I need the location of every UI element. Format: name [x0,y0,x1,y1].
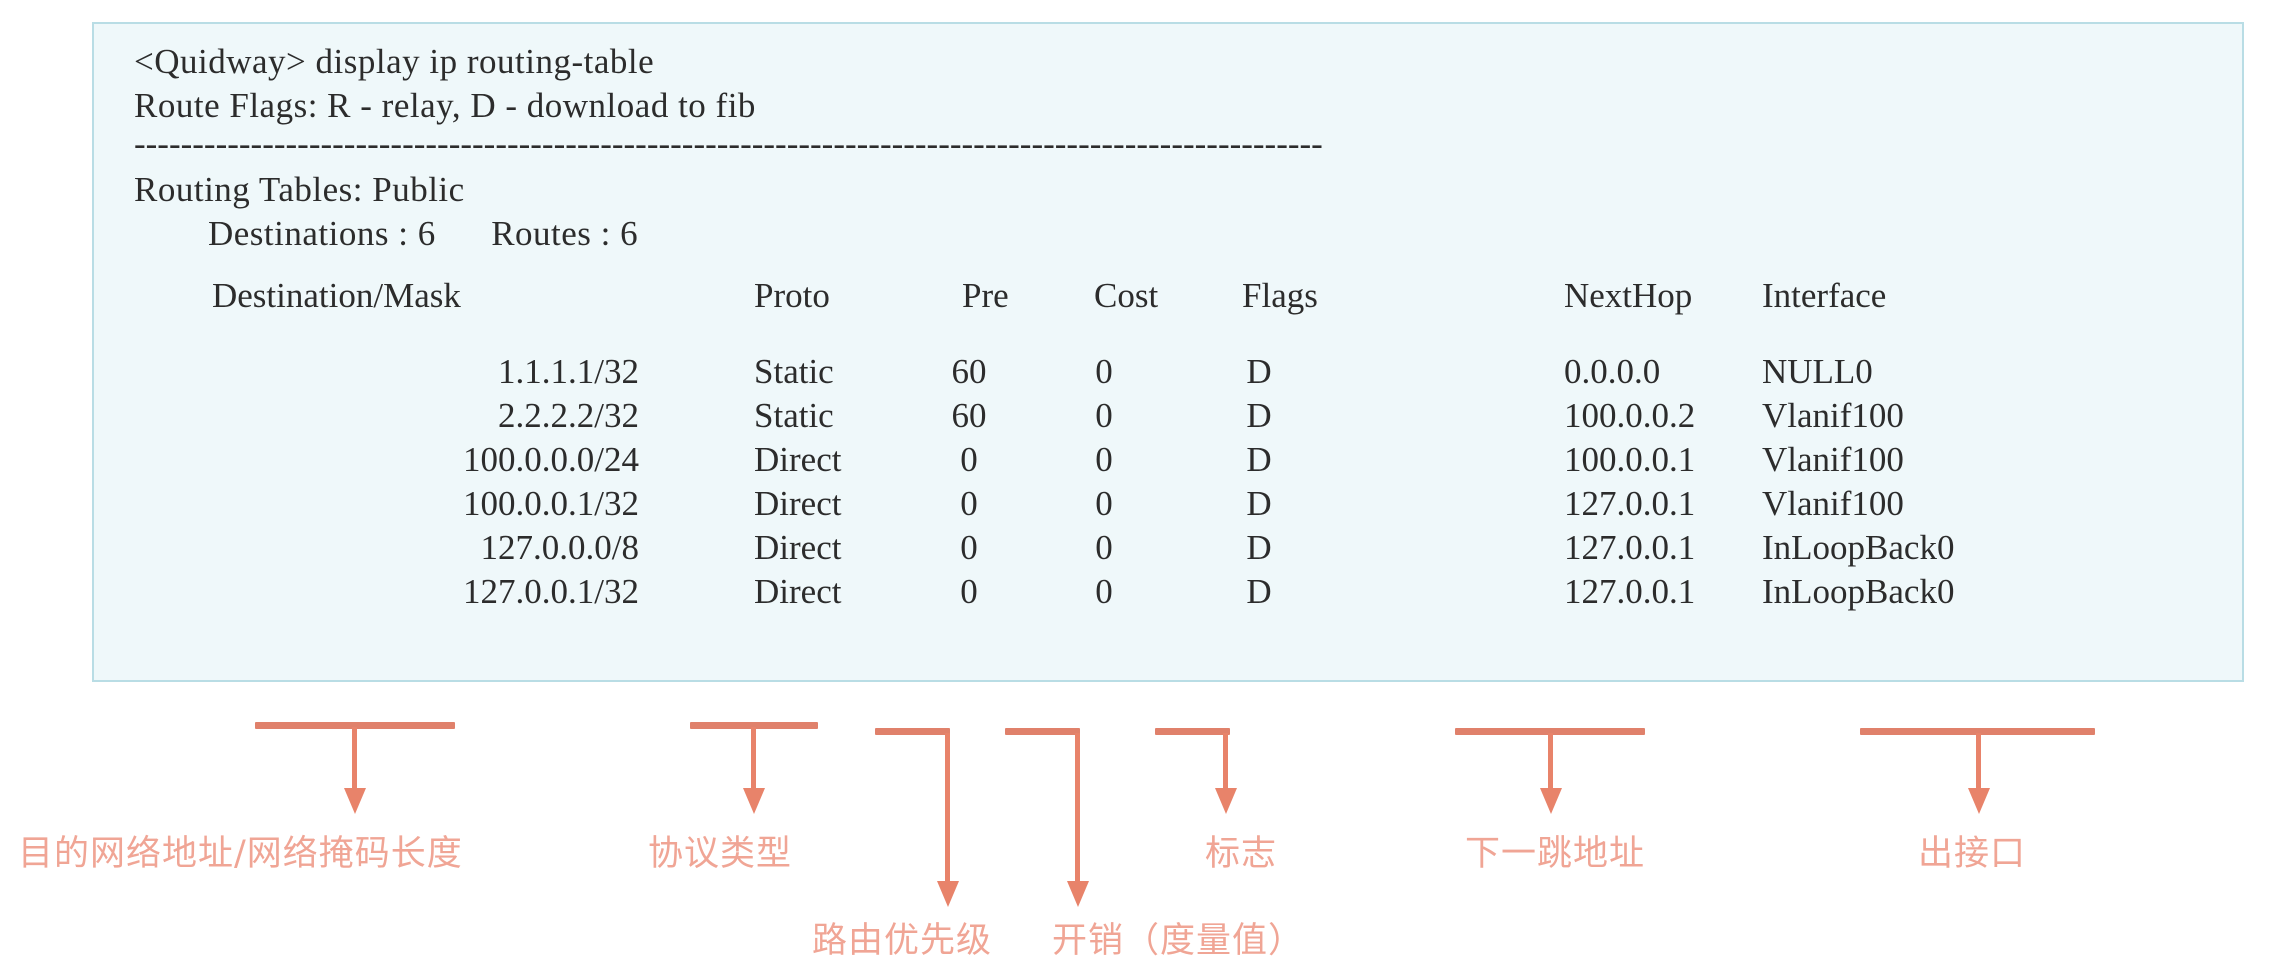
cell-nexthop: 127.0.0.1 [1564,528,1696,567]
cell-destination: 2.2.2.2/32 [498,396,639,435]
cell-pre: 0 [960,484,978,523]
arrow-bar-icon [690,722,818,729]
cell-destination: 1.1.1.1/32 [498,352,639,391]
column-header-cost: Cost [1094,276,1159,315]
arrow-head-icon [743,788,765,814]
arrow-head-icon [937,881,959,907]
cell-proto: Static [754,352,834,391]
cell-cost: 0 [1095,572,1113,611]
terminal-separator-line: ----------------------------------------… [134,124,1323,160]
column-header-flags: Flags [1242,276,1318,315]
cell-interface: InLoopBack0 [1762,528,1955,567]
arrow-head-icon [1215,788,1237,814]
cell-flags: D [1246,528,1272,567]
column-header-proto: Proto [754,276,830,315]
cell-nexthop: 127.0.0.1 [1564,484,1696,523]
cell-cost: 0 [1095,352,1113,391]
table-row: 100.0.0.0/24 Direct 0 0 D 100.0.0.1 Vlan… [134,440,2194,484]
cell-flags: D [1246,484,1272,523]
cell-interface: NULL0 [1762,352,1873,391]
cell-nexthop: 100.0.0.1 [1564,440,1696,479]
cell-pre: 0 [960,528,978,567]
cell-destination: 100.0.0.0/24 [463,440,639,479]
cell-proto: Static [754,396,834,435]
routing-table-header-row: Destination/Mask Proto Pre Cost Flags Ne… [134,276,2194,352]
cell-flags: D [1246,352,1272,391]
arrow-head-icon [344,788,366,814]
cell-pre: 60 [951,396,987,435]
terminal-counts-line: Destinations : 6 Routes : 6 [134,214,639,253]
cell-destination: 127.0.0.0/8 [480,528,639,567]
annotation-label-cost: 开销（度量值） [1052,921,1305,961]
arrow-head-icon [1540,788,1562,814]
table-row: 2.2.2.2/32 Static 60 0 D 100.0.0.2 Vlani… [134,396,2194,440]
cell-nexthop: 127.0.0.1 [1564,572,1696,611]
cell-cost: 0 [1095,396,1113,435]
arrow-bar-icon [1860,728,2095,735]
annotation-label-nexthop: 下一跳地址 [1465,834,1646,874]
cell-flags: D [1246,572,1272,611]
column-header-interface: Interface [1762,276,1887,315]
cell-flags: D [1246,440,1272,479]
annotation-label-interface: 出接口 [1918,834,2027,874]
table-row: 1.1.1.1/32 Static 60 0 D 0.0.0.0 NULL0 [134,352,2194,396]
terminal-route-flags-line: Route Flags: R - relay, D - download to … [134,86,756,125]
terminal-output-box: <Quidway> display ip routing-table Route… [92,22,2244,682]
annotation-label-flags: 标志 [1205,834,1278,874]
routing-table: Destination/Mask Proto Pre Cost Flags Ne… [134,276,2194,616]
cell-cost: 0 [1095,440,1113,479]
arrow-bar-icon [255,722,455,729]
arrow-bar-icon [1005,728,1080,735]
annotation-label-proto: 协议类型 [648,834,793,874]
arrow-bar-icon [875,728,950,735]
arrow-bar-icon [1455,728,1645,735]
cell-cost: 0 [1095,528,1113,567]
arrow-head-icon [1968,788,1990,814]
arrow-stem-icon [1223,733,1228,795]
cell-pre: 0 [960,572,978,611]
table-row: 127.0.0.1/32 Direct 0 0 D 127.0.0.1 InLo… [134,572,2194,616]
cell-interface: InLoopBack0 [1762,572,1955,611]
cell-proto: Direct [754,440,842,479]
arrow-stem-icon [945,733,950,888]
arrow-head-icon [1067,881,1089,907]
table-row: 100.0.0.1/32 Direct 0 0 D 127.0.0.1 Vlan… [134,484,2194,528]
annotation-label-destination: 目的网络地址/网络掩码长度 [18,834,463,874]
cell-cost: 0 [1095,484,1113,523]
cell-nexthop: 100.0.0.2 [1564,396,1696,435]
terminal-command-line: <Quidway> display ip routing-table [134,42,655,81]
arrow-stem-icon [751,727,756,795]
cell-nexthop: 0.0.0.0 [1564,352,1661,391]
column-header-destination: Destination/Mask [212,276,461,315]
cell-interface: Vlanif100 [1762,440,1904,479]
column-header-pre: Pre [962,276,1009,315]
cell-proto: Direct [754,528,842,567]
cell-proto: Direct [754,572,842,611]
arrow-bar-icon [1155,728,1230,735]
cell-destination: 100.0.0.1/32 [463,484,639,523]
cell-flags: D [1246,396,1272,435]
cell-interface: Vlanif100 [1762,484,1904,523]
arrow-stem-icon [352,727,357,795]
cell-interface: Vlanif100 [1762,396,1904,435]
column-header-nexthop: NextHop [1564,276,1693,315]
arrow-stem-icon [1976,733,1981,795]
cell-proto: Direct [754,484,842,523]
table-row: 127.0.0.0/8 Direct 0 0 D 127.0.0.1 InLoo… [134,528,2194,572]
annotation-label-pre: 路由优先级 [812,921,993,961]
cell-destination: 127.0.0.1/32 [463,572,639,611]
cell-pre: 60 [951,352,987,391]
cell-pre: 0 [960,440,978,479]
arrow-stem-icon [1548,733,1553,795]
arrow-stem-icon [1075,733,1080,888]
terminal-routing-tables-line: Routing Tables: Public [134,170,465,209]
